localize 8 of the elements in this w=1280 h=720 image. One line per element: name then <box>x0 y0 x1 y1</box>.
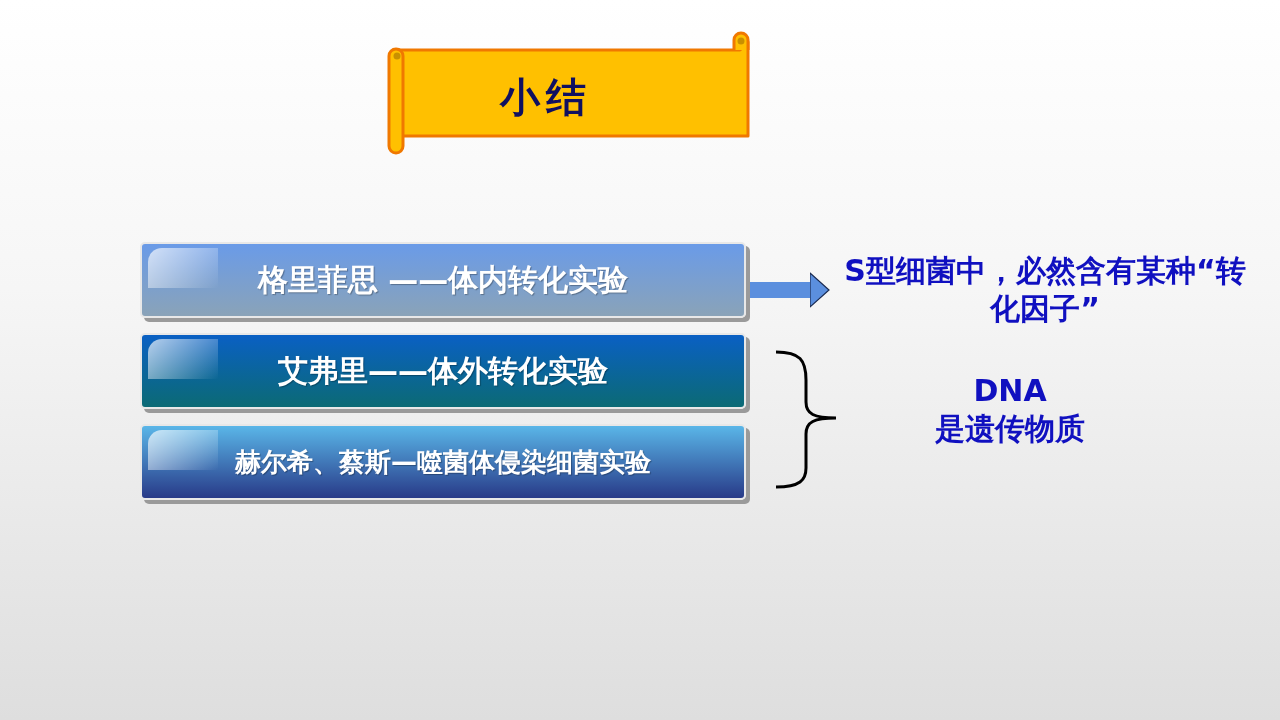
conclusion-text: DNA <box>972 372 1048 410</box>
arrow <box>750 272 830 308</box>
box-label: 格里菲思 ——体内转化实验 <box>257 260 629 299</box>
title-text: 小结 <box>500 72 592 122</box>
conclusion-text: 是遗传物质 <box>934 409 1086 447</box>
conclusion-text: S型细菌中，必然含有某种“转化因子” <box>843 252 1247 327</box>
box-label: 赫尔希、蔡斯—噬菌体侵染细菌实验 <box>235 445 651 479</box>
box-label: 艾弗里——体外转化实验 <box>278 351 608 390</box>
